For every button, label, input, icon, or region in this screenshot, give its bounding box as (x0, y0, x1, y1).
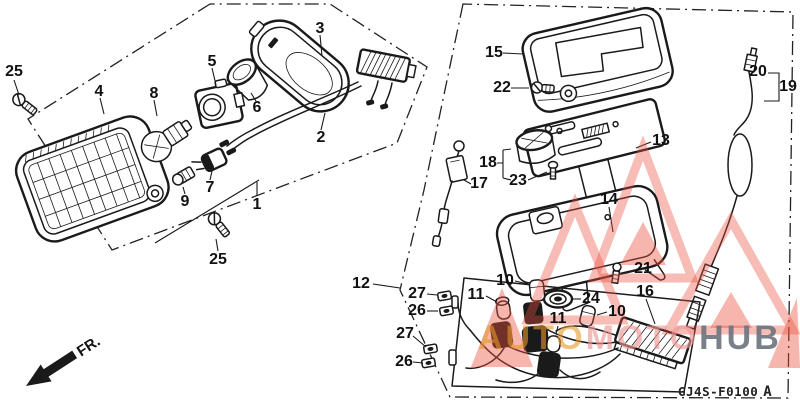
front-direction-label: FR. (74, 333, 104, 360)
watermark-triangle-solid-2 (620, 222, 666, 265)
callout-11-b: 11 (550, 310, 567, 327)
callout-9: 9 (181, 193, 190, 210)
screw-25-top-art (12, 92, 38, 116)
screw-25-bottom-art (207, 212, 231, 238)
wire-harness-art (219, 48, 417, 156)
sensor-wire-art (431, 140, 468, 248)
callout-8: 8 (150, 85, 159, 102)
callout-7: 7 (206, 179, 215, 196)
callout-20: 20 (749, 63, 767, 80)
callout-16: 16 (636, 283, 654, 300)
rubber-cap-art (226, 58, 269, 101)
watermark-triangle-outline-2 (587, 135, 699, 283)
meter-upper-cover-art (521, 6, 674, 113)
callout-6: 6 (253, 99, 262, 116)
callout-1: 1 (253, 196, 262, 213)
screw-21-art (611, 262, 622, 285)
callout-15: 15 (485, 44, 503, 61)
headlight-group-boundary (27, 3, 428, 251)
speedometer-drum-art (515, 124, 556, 165)
callout-2: 2 (317, 129, 326, 146)
callout-18: 18 (479, 154, 497, 171)
callout-27-a: 27 (408, 285, 426, 302)
harness-bulbs-art (448, 279, 596, 378)
watermark-triangle-solid-5 (768, 298, 800, 368)
speedometer-group-boundary (399, 3, 794, 399)
callout-14: 14 (600, 191, 618, 208)
watermark-text: AUTOMOTOHUB (478, 319, 782, 357)
front-arrow-icon (26, 364, 52, 386)
callout-25-a: 25 (5, 63, 23, 80)
meter-lower-case-art (495, 184, 669, 312)
bulb-socket-cover-art (194, 78, 246, 130)
callout-11-a: 11 (468, 286, 485, 303)
indicator-socket-art (191, 147, 228, 173)
watermark-text-hub: HUB (699, 319, 782, 357)
watermark-triangle-outline-1 (521, 193, 629, 325)
watermark-text-moto: MOTO (586, 319, 699, 357)
callout-24: 24 (582, 290, 600, 307)
connector-16-art (613, 316, 692, 370)
callout-19: 19 (779, 78, 797, 95)
callout-12: 12 (352, 275, 370, 292)
callout-22: 22 (493, 79, 511, 96)
speedometer-cable-art (685, 47, 758, 330)
grommet-24-art (542, 289, 574, 309)
callout-10-a: 10 (496, 272, 514, 289)
headlight-bulb-art (140, 119, 193, 163)
callout-4: 4 (95, 83, 104, 100)
callout-26-b: 26 (395, 353, 413, 370)
callout-26-a: 26 (408, 302, 426, 319)
callout-3: 3 (316, 20, 325, 37)
callout-13: 13 (652, 132, 670, 149)
callout-21: 21 (634, 260, 652, 277)
leader-lines (13, 34, 780, 364)
watermark-triangle-outline-3 (661, 210, 800, 335)
front-direction-indicator: FR. (26, 333, 104, 386)
screw-22-art (530, 81, 555, 94)
callout-23: 23 (509, 172, 527, 189)
watermark-logo-triangles (471, 135, 800, 368)
screw-23-art (547, 160, 559, 180)
callout-25-b: 25 (209, 251, 227, 268)
callout-10-b: 10 (608, 303, 626, 320)
headlight-unit-art (14, 115, 170, 243)
indicator-bulb-art (171, 166, 196, 186)
watermark-text-auto: AUTO (478, 319, 586, 357)
callout-5: 5 (208, 53, 217, 70)
callout-17: 17 (470, 175, 488, 192)
callout-27-b: 27 (396, 325, 414, 342)
watermark-triangle-solid-3 (710, 292, 752, 328)
watermark-triangle-solid-4 (471, 288, 533, 367)
nuts-26-27-art (420, 290, 455, 369)
